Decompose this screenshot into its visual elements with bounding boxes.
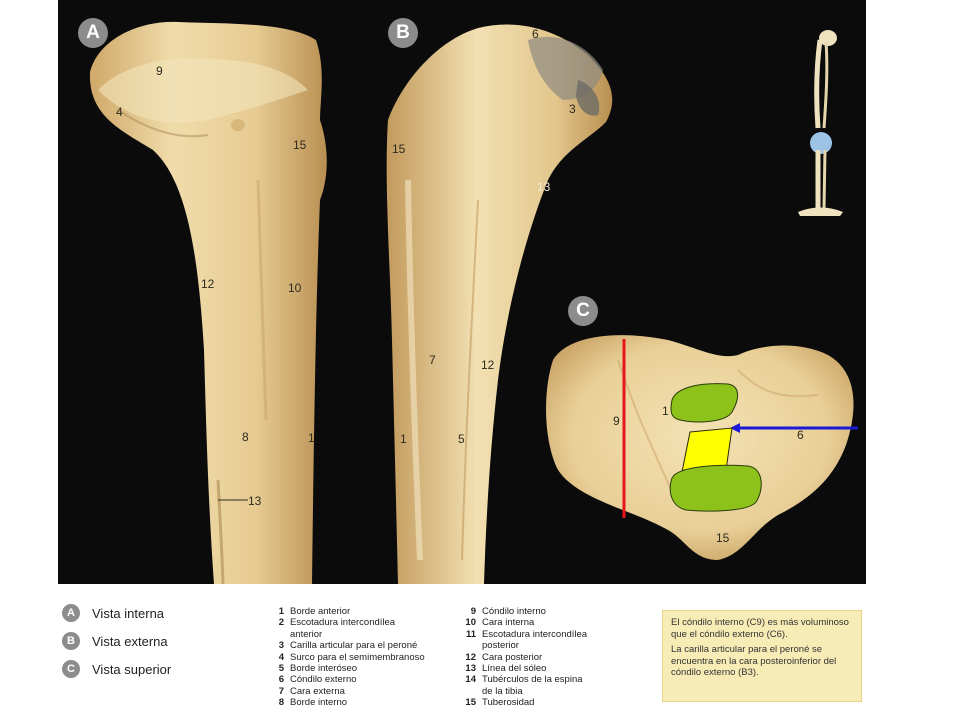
legend-badge-c: C: [62, 660, 80, 678]
legend-item-text: Surco para el semimembranoso: [290, 651, 425, 663]
legend-view-c-label: Vista superior: [92, 661, 172, 677]
legend-item-number: 2: [278, 617, 284, 629]
view-a-badge: A: [78, 18, 108, 48]
anatomy-plate: A B C 9 4 15 12 10 8 1 13 6 3 15 13 7 12…: [58, 0, 866, 584]
note-paragraph-2: La carilla articular para el peroné se e…: [671, 644, 837, 678]
legend-item-text: Línea del sóleo: [482, 663, 547, 675]
legend-item-text: Carilla articular para el peroné: [290, 640, 418, 652]
legend-item-text: Tubérculos de la espina de la tibia: [482, 674, 583, 697]
label-a-15: 15: [293, 138, 307, 152]
label-c-9: 9: [613, 414, 620, 428]
label-b-12: 12: [481, 358, 495, 372]
legend-item-number: 10: [465, 617, 476, 629]
legend-item-text: Cara interna: [482, 617, 535, 629]
label-c-15: 15: [716, 531, 730, 545]
legend-column-2: 9 Cóndilo interno 10 Cara interna 11 Escota…: [462, 606, 587, 709]
legend-item-text: Cara externa: [290, 685, 345, 697]
legend-item-text: Escotadura intercondílea posterior: [482, 628, 588, 652]
legend-item-number: 11: [465, 628, 476, 640]
legend-item-number: 3: [278, 640, 284, 652]
legend-item: 13 Línea del sóleo: [462, 663, 587, 674]
legend-item: 8 Borde interno: [270, 697, 425, 708]
label-a-8: 8: [242, 430, 249, 444]
label-a-1: 1: [308, 431, 315, 445]
label-a-9: 9: [156, 64, 163, 78]
label-a-13: 13: [248, 494, 262, 508]
legend-item: 4 Surco para el semimembranoso: [270, 652, 425, 663]
legend-item-number: 7: [278, 685, 284, 697]
legend-item-number: 1: [278, 606, 284, 617]
label-b-5: 5: [458, 432, 465, 446]
legend-item-number: 14: [465, 674, 476, 686]
legend-panel: A Vista interna B Vista externa C Vista …: [58, 584, 866, 720]
legend-item: 9 Cóndilo interno: [462, 606, 587, 617]
legend-item-text: Cara posterior: [482, 651, 543, 663]
label-a-13-leader: [218, 499, 248, 501]
legend-item-text: Borde interóseo: [290, 663, 358, 675]
legend-item: 7 Cara externa: [270, 686, 425, 697]
legend-item-text: Cóndilo externo: [290, 674, 357, 686]
label-c-6: 6: [797, 428, 804, 442]
legend-view-b: B Vista externa: [62, 630, 168, 652]
tibia-illustration: [89, 21, 858, 584]
label-c-1: 1: [662, 404, 669, 418]
legend-item-text: Borde interno: [290, 697, 348, 709]
legend-column-1: 1 Borde anterior 2 Escotadura intercondíle…: [270, 606, 425, 709]
label-b-13: 13: [537, 180, 551, 194]
legend-item-number: 15: [465, 697, 476, 709]
label-b-6: 6: [532, 27, 539, 41]
label-b-7: 7: [429, 353, 436, 367]
legend-item: 1 Borde anterior: [270, 606, 425, 617]
legend-item-number: 12: [465, 651, 476, 663]
legend-badge-a: A: [62, 604, 80, 622]
legend-item-number: 4: [278, 651, 284, 663]
legend-item: 14 Tubérculos de la espina de la tibia: [462, 674, 587, 697]
leg-skeleton-thumbnail: [798, 30, 843, 216]
tibia-internal-view: [89, 21, 327, 584]
legend-item-text: Cóndilo interno: [482, 606, 546, 617]
legend-item-number: 13: [465, 663, 476, 675]
legend-item-number: 8: [278, 697, 284, 709]
view-b-badge: B: [388, 18, 418, 48]
label-a-12: 12: [201, 277, 215, 291]
label-b-15: 15: [392, 142, 406, 156]
view-c-badge: C: [568, 296, 598, 326]
legend-item-text: Borde anterior: [290, 606, 351, 617]
legend-item-number: 5: [278, 663, 284, 675]
legend-item: 12 Cara posterior: [462, 652, 587, 663]
legend-item-text: Escotadura intercondílea anterior: [290, 617, 396, 640]
legend-view-a-label: Vista interna: [92, 605, 165, 621]
label-b-1: 1: [400, 432, 407, 446]
legend-item: 10 Cara interna: [462, 617, 587, 628]
legend-badge-b: B: [62, 632, 80, 650]
note-paragraph-1: El cóndilo interno (C9) es más voluminos…: [671, 617, 849, 640]
legend-view-c: C Vista superior: [62, 658, 171, 680]
legend-item: 6 Cóndilo externo: [270, 674, 425, 685]
label-a-4: 4: [116, 105, 123, 119]
legend-item: 2 Escotadura intercondílea anterior: [270, 617, 425, 640]
green-marker-lower: [669, 464, 762, 512]
legend-item: 11 Escotadura intercondílea posterior: [462, 629, 587, 652]
legend-view-b-label: Vista externa: [92, 633, 168, 649]
legend-item-text: Tuberosidad: [482, 697, 535, 709]
legend-item-number: 6: [278, 674, 284, 686]
blue-arrow-head: [730, 423, 740, 433]
legend-item: 3 Carilla articular para el peroné: [270, 640, 425, 651]
legend-view-a: A Vista interna: [62, 602, 164, 624]
label-b-3: 3: [569, 102, 576, 116]
legend-item-number: 9: [470, 606, 476, 617]
green-marker-upper: [670, 383, 738, 423]
legend-item: 5 Borde interóseo: [270, 663, 425, 674]
label-a-10: 10: [288, 281, 302, 295]
note-box: El cóndilo interno (C9) es más voluminos…: [662, 610, 862, 702]
tibia-external-view: [386, 24, 613, 584]
legend-item: 15 Tuberosidad: [462, 697, 587, 708]
